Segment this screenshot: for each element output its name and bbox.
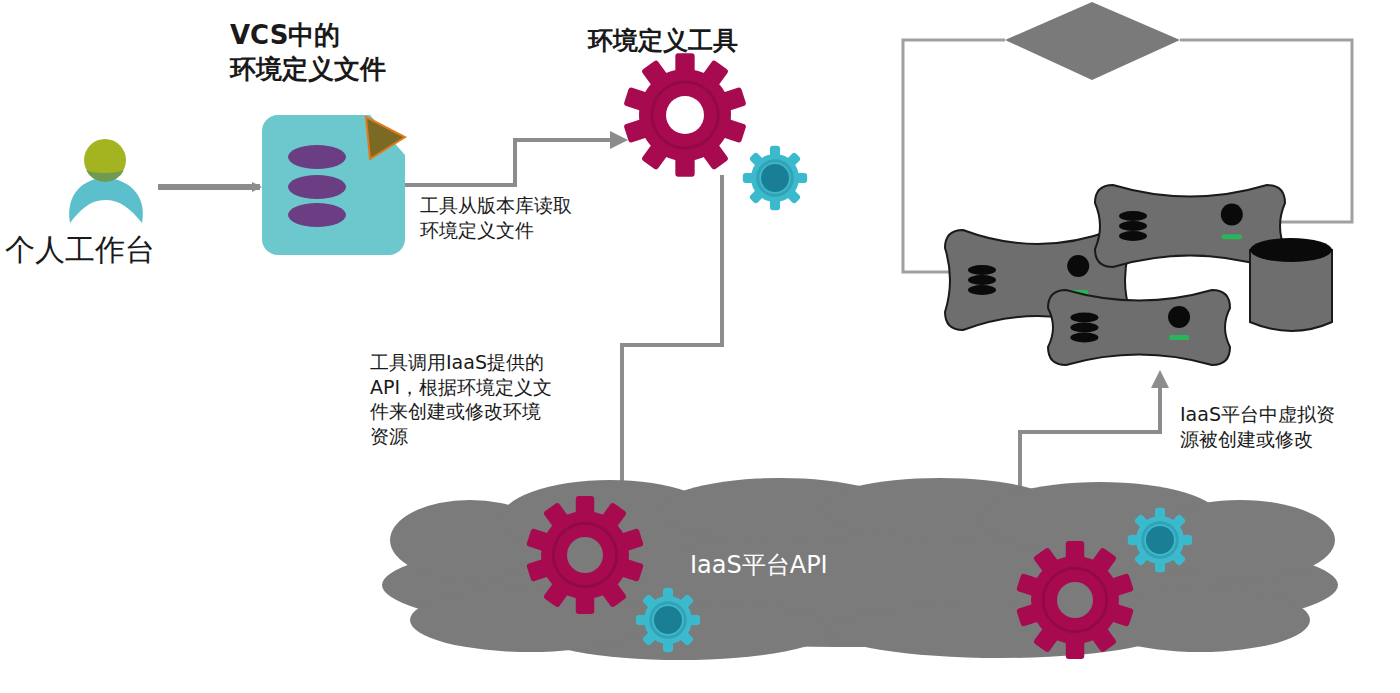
person-icon: 个人工作台 <box>60 138 150 226</box>
gear-icon <box>743 146 807 210</box>
tool-gears-shape <box>620 55 820 205</box>
connector-arrow <box>405 140 624 185</box>
gear-icon <box>526 496 644 614</box>
document-icon: VCS中的 环境定义文件 <box>262 115 405 255</box>
gear-icon <box>623 53 746 176</box>
node-label: 环境定义工具 <box>588 25 778 58</box>
connector-arrow <box>622 175 722 500</box>
node-label: 个人工作台 <box>5 230 175 269</box>
server-blob <box>1048 290 1230 365</box>
tool-gears: 环境定义工具 <box>620 55 820 205</box>
resource-cluster-shape <box>940 180 1340 370</box>
person-icon-shape <box>60 138 150 226</box>
edge-label: 工具调用IaaS提供的 API，根据环境定义文 件来创建或修改环境 资源 <box>370 350 585 449</box>
gear-icon <box>1128 508 1192 572</box>
resource-cluster <box>940 180 1340 370</box>
gear-icon <box>636 588 700 652</box>
cloud-platform-shape <box>380 480 1340 660</box>
decision-diamond <box>1005 2 1180 80</box>
node-label: VCS中的 环境定义文件 <box>230 19 430 87</box>
storage-cylinder <box>1250 250 1332 331</box>
connector-arrow <box>1020 374 1160 490</box>
edge-label: 工具从版本库读取 环境定义文件 <box>420 193 620 242</box>
document-icon-shape <box>262 115 405 255</box>
connector-arrow <box>158 184 260 190</box>
storage-cylinder-top <box>1250 238 1332 262</box>
node-label: IaaS平台API <box>690 550 910 581</box>
gear-icon <box>1016 541 1134 659</box>
edge-label: IaaS平台中虚拟资 源被创建或修改 <box>1180 402 1380 451</box>
cloud-platform: IaaS平台API <box>380 480 1340 660</box>
